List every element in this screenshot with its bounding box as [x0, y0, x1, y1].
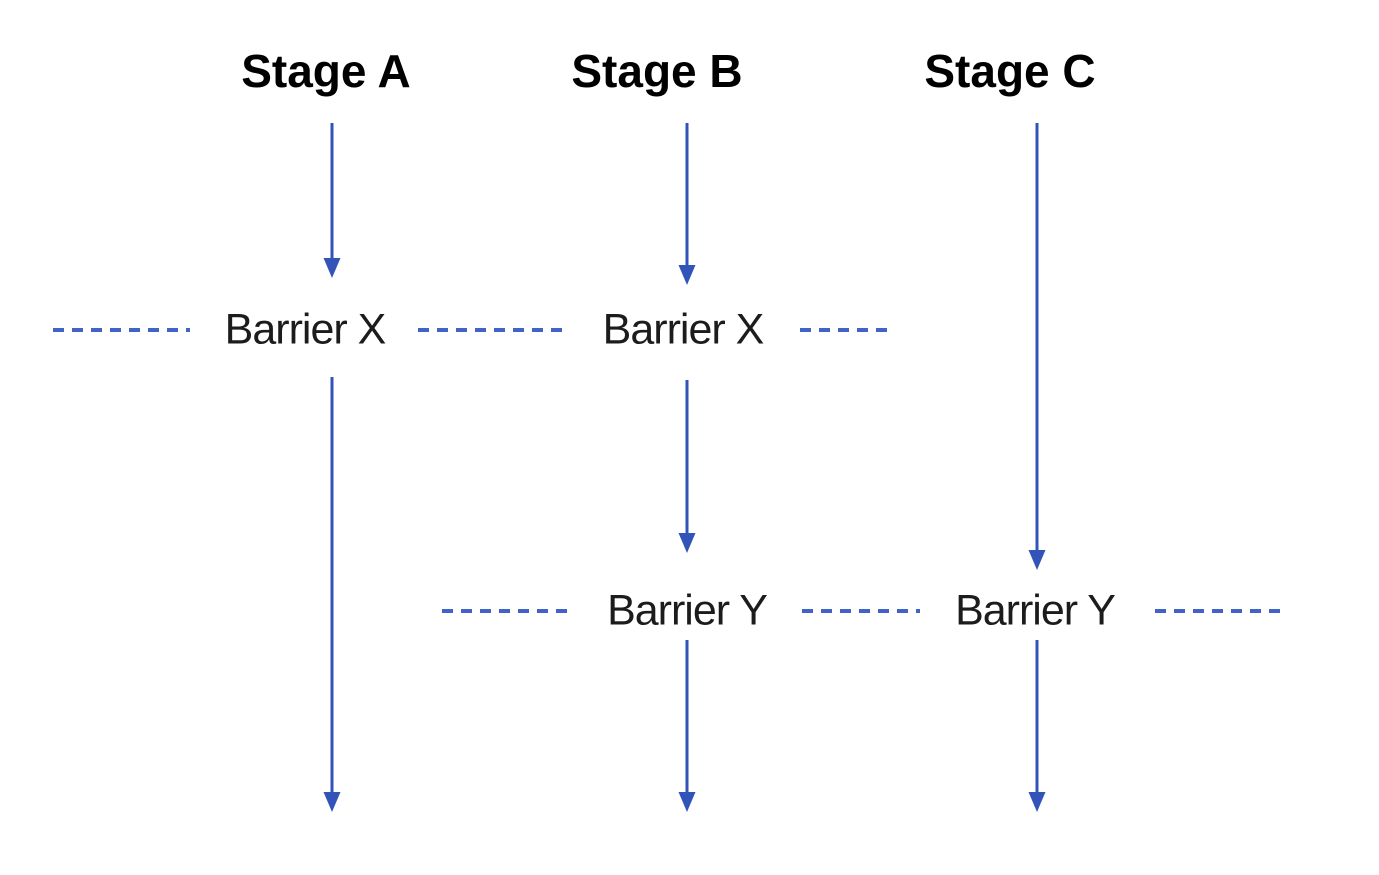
- barrier-y-label-column-c: Barrier Y: [955, 586, 1116, 635]
- flow-arrow-stage-a: [323, 377, 341, 812]
- flow-arrow-stage-c: [1028, 640, 1046, 812]
- flow-arrow-stage-b: [678, 123, 696, 285]
- flow-arrow-stage-c: [1028, 123, 1046, 570]
- arrowhead-icon: [678, 265, 696, 285]
- barrier-x-label-column-b: Barrier X: [602, 305, 765, 354]
- barrier-x-label-column-a: Barrier X: [224, 305, 387, 354]
- stage-b-label: Stage B: [571, 45, 743, 97]
- arrowhead-icon: [323, 258, 341, 278]
- stage-a-label: Stage A: [241, 45, 411, 97]
- flow-arrow-stage-b: [678, 640, 696, 812]
- barrier-y-label-column-b: Barrier Y: [607, 586, 768, 635]
- arrowhead-icon: [678, 792, 696, 812]
- flow-arrow-stage-a: [323, 123, 341, 278]
- flow-arrow-stage-b: [678, 380, 696, 553]
- arrowhead-icon: [323, 792, 341, 812]
- arrowhead-icon: [678, 533, 696, 553]
- stage-c-label: Stage C: [924, 45, 1096, 97]
- arrowhead-icon: [1028, 550, 1046, 570]
- arrowhead-icon: [1028, 792, 1046, 812]
